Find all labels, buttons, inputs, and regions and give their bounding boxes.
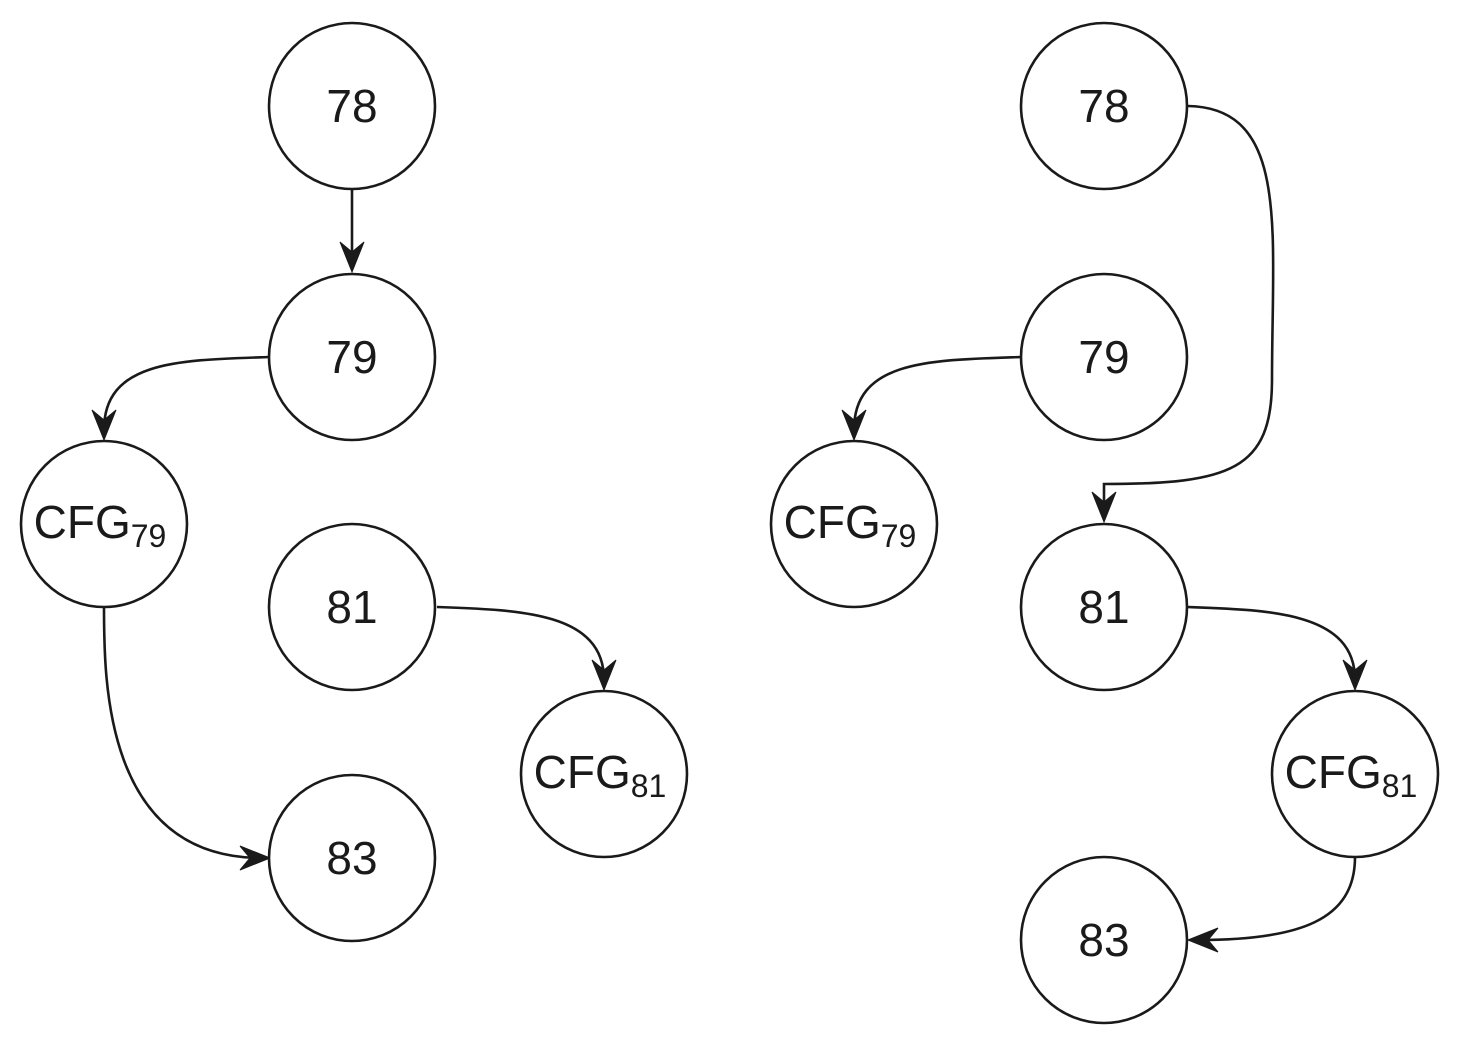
svg-text:79: 79 xyxy=(326,331,377,383)
edge-81-to-cfg81 xyxy=(1187,605,1368,692)
edge-78-to-81 xyxy=(1091,104,1275,524)
left-node-cfg81: CFG81 xyxy=(519,689,689,859)
right-node-cfg79: CFG79 xyxy=(769,439,939,609)
right-node-81: 81 xyxy=(1019,522,1189,692)
right-diagram: 78 79 CFG79 81 CFG81 83 xyxy=(769,21,1440,1025)
left-node-78: 78 xyxy=(267,21,437,191)
edge-79-to-cfg79 xyxy=(91,355,271,442)
svg-text:CFG79: CFG79 xyxy=(34,496,167,554)
svg-text:CFG79: CFG79 xyxy=(784,496,917,554)
right-node-cfg81: CFG81 xyxy=(1270,689,1440,859)
right-edges xyxy=(841,104,1368,953)
svg-text:78: 78 xyxy=(326,80,377,132)
right-node-79: 79 xyxy=(1019,272,1189,442)
edge-cfg81-to-83 xyxy=(1186,856,1357,953)
svg-text:83: 83 xyxy=(1078,914,1129,966)
svg-text:CFG81: CFG81 xyxy=(1285,746,1418,804)
svg-text:79: 79 xyxy=(1078,331,1129,383)
left-node-cfg79: CFG79 xyxy=(19,439,189,609)
left-node-83: 83 xyxy=(267,773,437,943)
edge-78-to-79 xyxy=(339,189,365,274)
edge-cfg79-to-83 xyxy=(102,606,272,871)
left-node-81: 81 xyxy=(267,522,437,692)
right-node-83: 83 xyxy=(1019,855,1189,1025)
svg-text:CFG81: CFG81 xyxy=(534,746,667,804)
left-edges xyxy=(91,189,617,871)
left-node-79: 79 xyxy=(267,272,437,442)
edge-79-to-cfg79 xyxy=(841,355,1022,442)
edge-81-to-cfg81 xyxy=(436,605,617,692)
right-node-78: 78 xyxy=(1019,21,1189,191)
svg-text:78: 78 xyxy=(1078,80,1129,132)
svg-text:81: 81 xyxy=(326,581,377,633)
left-diagram: 78 79 CFG79 81 CFG81 83 xyxy=(19,21,689,943)
svg-text:81: 81 xyxy=(1078,581,1129,633)
svg-text:83: 83 xyxy=(326,832,377,884)
